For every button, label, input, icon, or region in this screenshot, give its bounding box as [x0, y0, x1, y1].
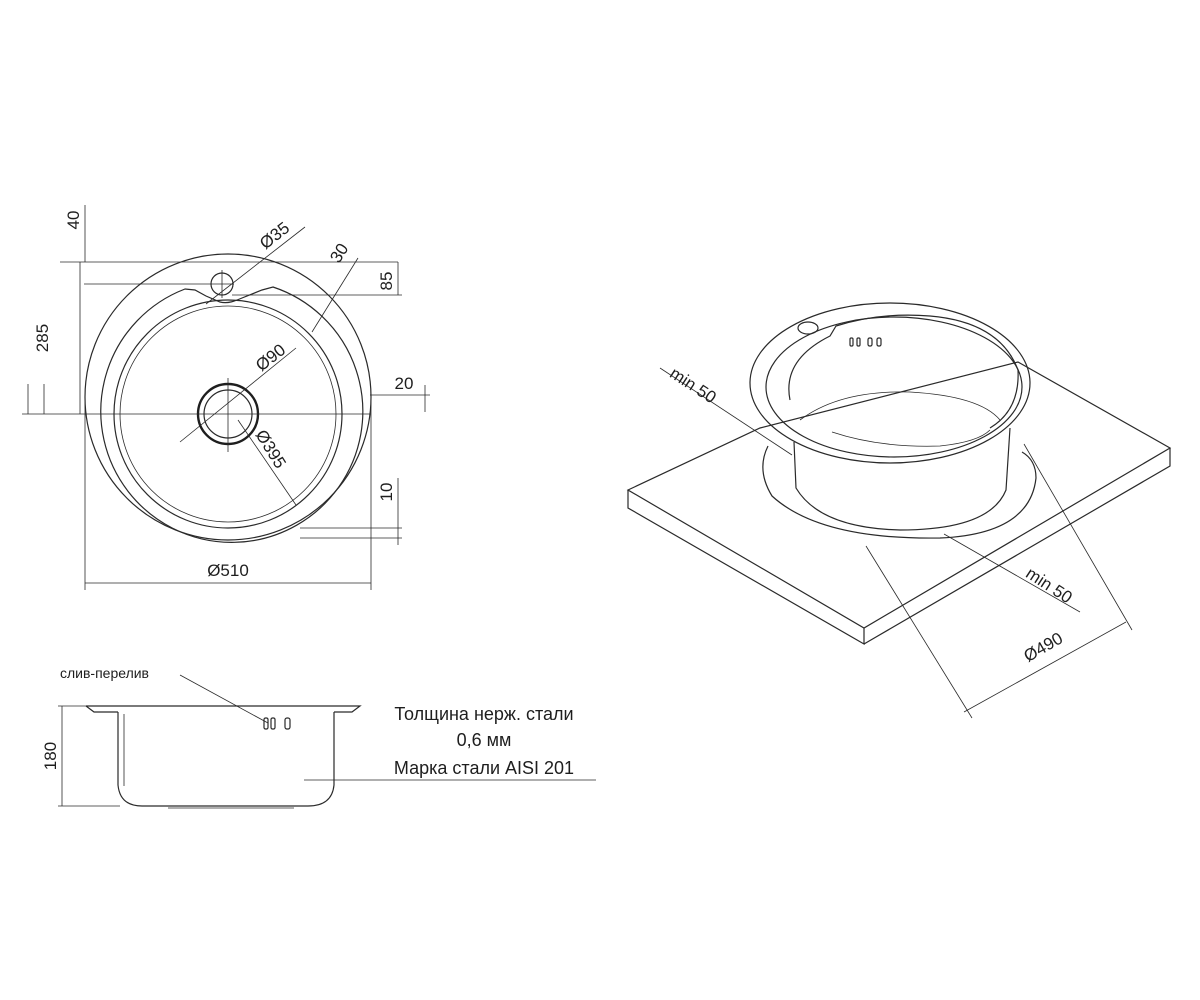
dim-rim-step: 10 [377, 483, 396, 502]
steel-grade: Марка стали AISI 201 [394, 758, 574, 778]
overflow-slot-3 [284, 717, 291, 730]
dim-cutout: Ø490 [1020, 629, 1066, 666]
rim-inner-contour [100, 286, 364, 543]
min50-left: min 50 [666, 364, 719, 408]
countertop-top [626, 361, 1172, 629]
dim-tap-hole: Ø35 [256, 218, 293, 253]
bowl-inner-floor [831, 429, 991, 447]
bowl-leader [237, 419, 297, 506]
overflow-slot-1 [263, 717, 269, 730]
iso-overflow-slot-1 [849, 337, 854, 347]
countertop-front-right [863, 448, 1171, 645]
dim-490-ext-right [1023, 443, 1133, 631]
min50-left-leader [659, 367, 793, 456]
countertop-front-left [627, 490, 865, 646]
rim-mid-ellipse [765, 316, 1023, 458]
overflow-leader [179, 674, 269, 724]
iso-tap-hole [797, 321, 819, 335]
side-view: слив-перелив 180 Толщина нерж. стали 0,6… [41, 665, 596, 809]
dim-center-height: 285 [33, 324, 52, 352]
top-view: 40 285 Ø35 30 85 Ø90 Ø395 20 10 Ø51 [22, 205, 430, 590]
side-bowl [117, 712, 335, 807]
dim-top-offset: 40 [64, 211, 83, 230]
dim-depth: 180 [41, 742, 60, 770]
cutout-edge [762, 445, 1037, 539]
min50-right-leader [943, 533, 1081, 613]
rim-outer-ellipse [749, 302, 1031, 464]
min50-right: min 50 [1022, 564, 1075, 608]
iso-overflow-slot-4 [876, 337, 882, 347]
side-rim [85, 705, 362, 713]
overflow-label: слив-перелив [60, 665, 149, 681]
drain-leader [179, 347, 297, 443]
bowl-wall [793, 427, 1011, 531]
steel-thickness-line1: Толщина нерж. стали [394, 704, 573, 724]
dim-490-line [963, 621, 1127, 713]
dim-bowl: Ø395 [252, 426, 290, 471]
bowl-inner-arc [799, 391, 1001, 421]
dim-drain: Ø90 [252, 340, 289, 375]
overflow-slot-2 [270, 717, 276, 730]
rim-inner-contour-iso [788, 314, 1019, 429]
dim-tap-depth: 85 [377, 272, 396, 291]
iso-overflow-slot-2 [856, 337, 861, 347]
dim-right-margin: 20 [395, 374, 414, 393]
dim-490-ext-left [865, 545, 973, 719]
iso-view: min 50 min 50 Ø490 [626, 302, 1172, 719]
dim-outer: Ø510 [207, 561, 249, 580]
tap-hole-leader [205, 226, 306, 305]
iso-overflow-slot-3 [867, 337, 873, 347]
steel-thickness-line2: 0,6 мм [457, 730, 512, 750]
